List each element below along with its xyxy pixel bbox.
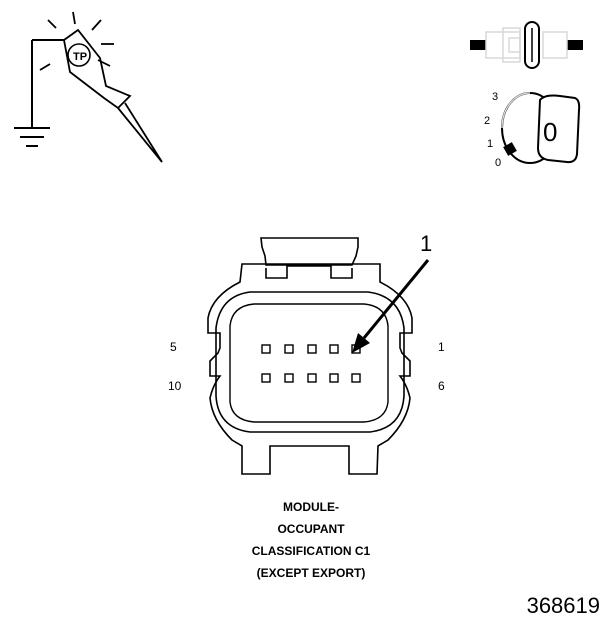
connector-housing xyxy=(207,237,413,475)
svg-text:TP: TP xyxy=(73,51,87,63)
key-position-1: 1 xyxy=(487,138,493,150)
callout-arrow xyxy=(352,259,430,353)
terminal-10 xyxy=(261,373,271,383)
callout-number: 1 xyxy=(420,231,432,256)
connector-disconnected-icon xyxy=(470,21,583,69)
terminal-8 xyxy=(307,373,317,383)
key-position-0: 0 xyxy=(495,157,501,169)
connector-caption: MODULE- OCCUPANT CLASSIFICATION C1 (EXCE… xyxy=(252,500,371,580)
key-position-3: 3 xyxy=(492,91,498,103)
caption-line-4: (EXCEPT EXPORT) xyxy=(257,566,366,580)
figure-number: 368619 xyxy=(527,593,600,618)
terminal-3 xyxy=(307,344,317,354)
terminal-6 xyxy=(351,373,361,383)
caption-line-3: CLASSIFICATION C1 xyxy=(252,544,371,558)
pin-label-bottom-right: 6 xyxy=(438,379,445,393)
terminal-cavities xyxy=(261,344,361,383)
key-cylinder-label: 0 xyxy=(543,117,557,147)
ignition-key-off-icon: 3 2 1 0 0 xyxy=(484,91,581,169)
caption-line-2: OCCUPANT xyxy=(277,522,345,536)
caption-line-1: MODULE- xyxy=(283,500,339,514)
test-light-probe-icon: TP xyxy=(14,11,163,163)
terminal-2 xyxy=(329,344,339,354)
terminal-9 xyxy=(284,373,294,383)
pin-label-top-left: 5 xyxy=(170,340,177,354)
pin-label-top-right: 1 xyxy=(438,340,445,354)
terminal-4 xyxy=(284,344,294,354)
key-position-2: 2 xyxy=(484,115,490,127)
terminal-7 xyxy=(329,373,339,383)
pin-label-bottom-left: 10 xyxy=(168,379,182,393)
terminal-5 xyxy=(261,344,271,354)
